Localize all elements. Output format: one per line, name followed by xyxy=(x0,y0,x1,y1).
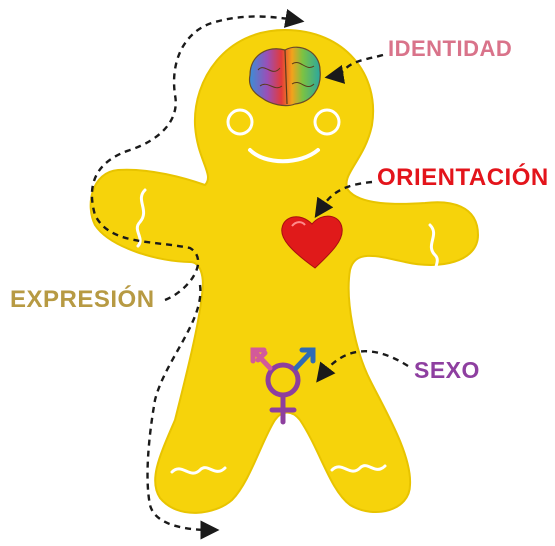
smile xyxy=(248,148,320,164)
icing-right-arm xyxy=(428,223,440,280)
right-eye xyxy=(313,108,341,136)
gingerbread-body xyxy=(89,28,480,514)
label-expresion: EXPRESIÓN xyxy=(10,286,155,313)
icing-left-foot xyxy=(170,466,227,475)
transgender-symbol-icon xyxy=(250,347,316,425)
heart-icon xyxy=(281,215,343,269)
label-sexo: SEXO xyxy=(414,357,480,383)
icing-left-arm xyxy=(135,188,147,248)
label-identidad: IDENTIDAD xyxy=(388,36,513,61)
connector-lines xyxy=(90,8,409,540)
left-eye xyxy=(226,108,254,136)
brain-icon xyxy=(248,46,321,107)
icing-right-foot xyxy=(330,464,387,473)
label-orientacion: ORIENTACIÓN xyxy=(377,164,549,191)
